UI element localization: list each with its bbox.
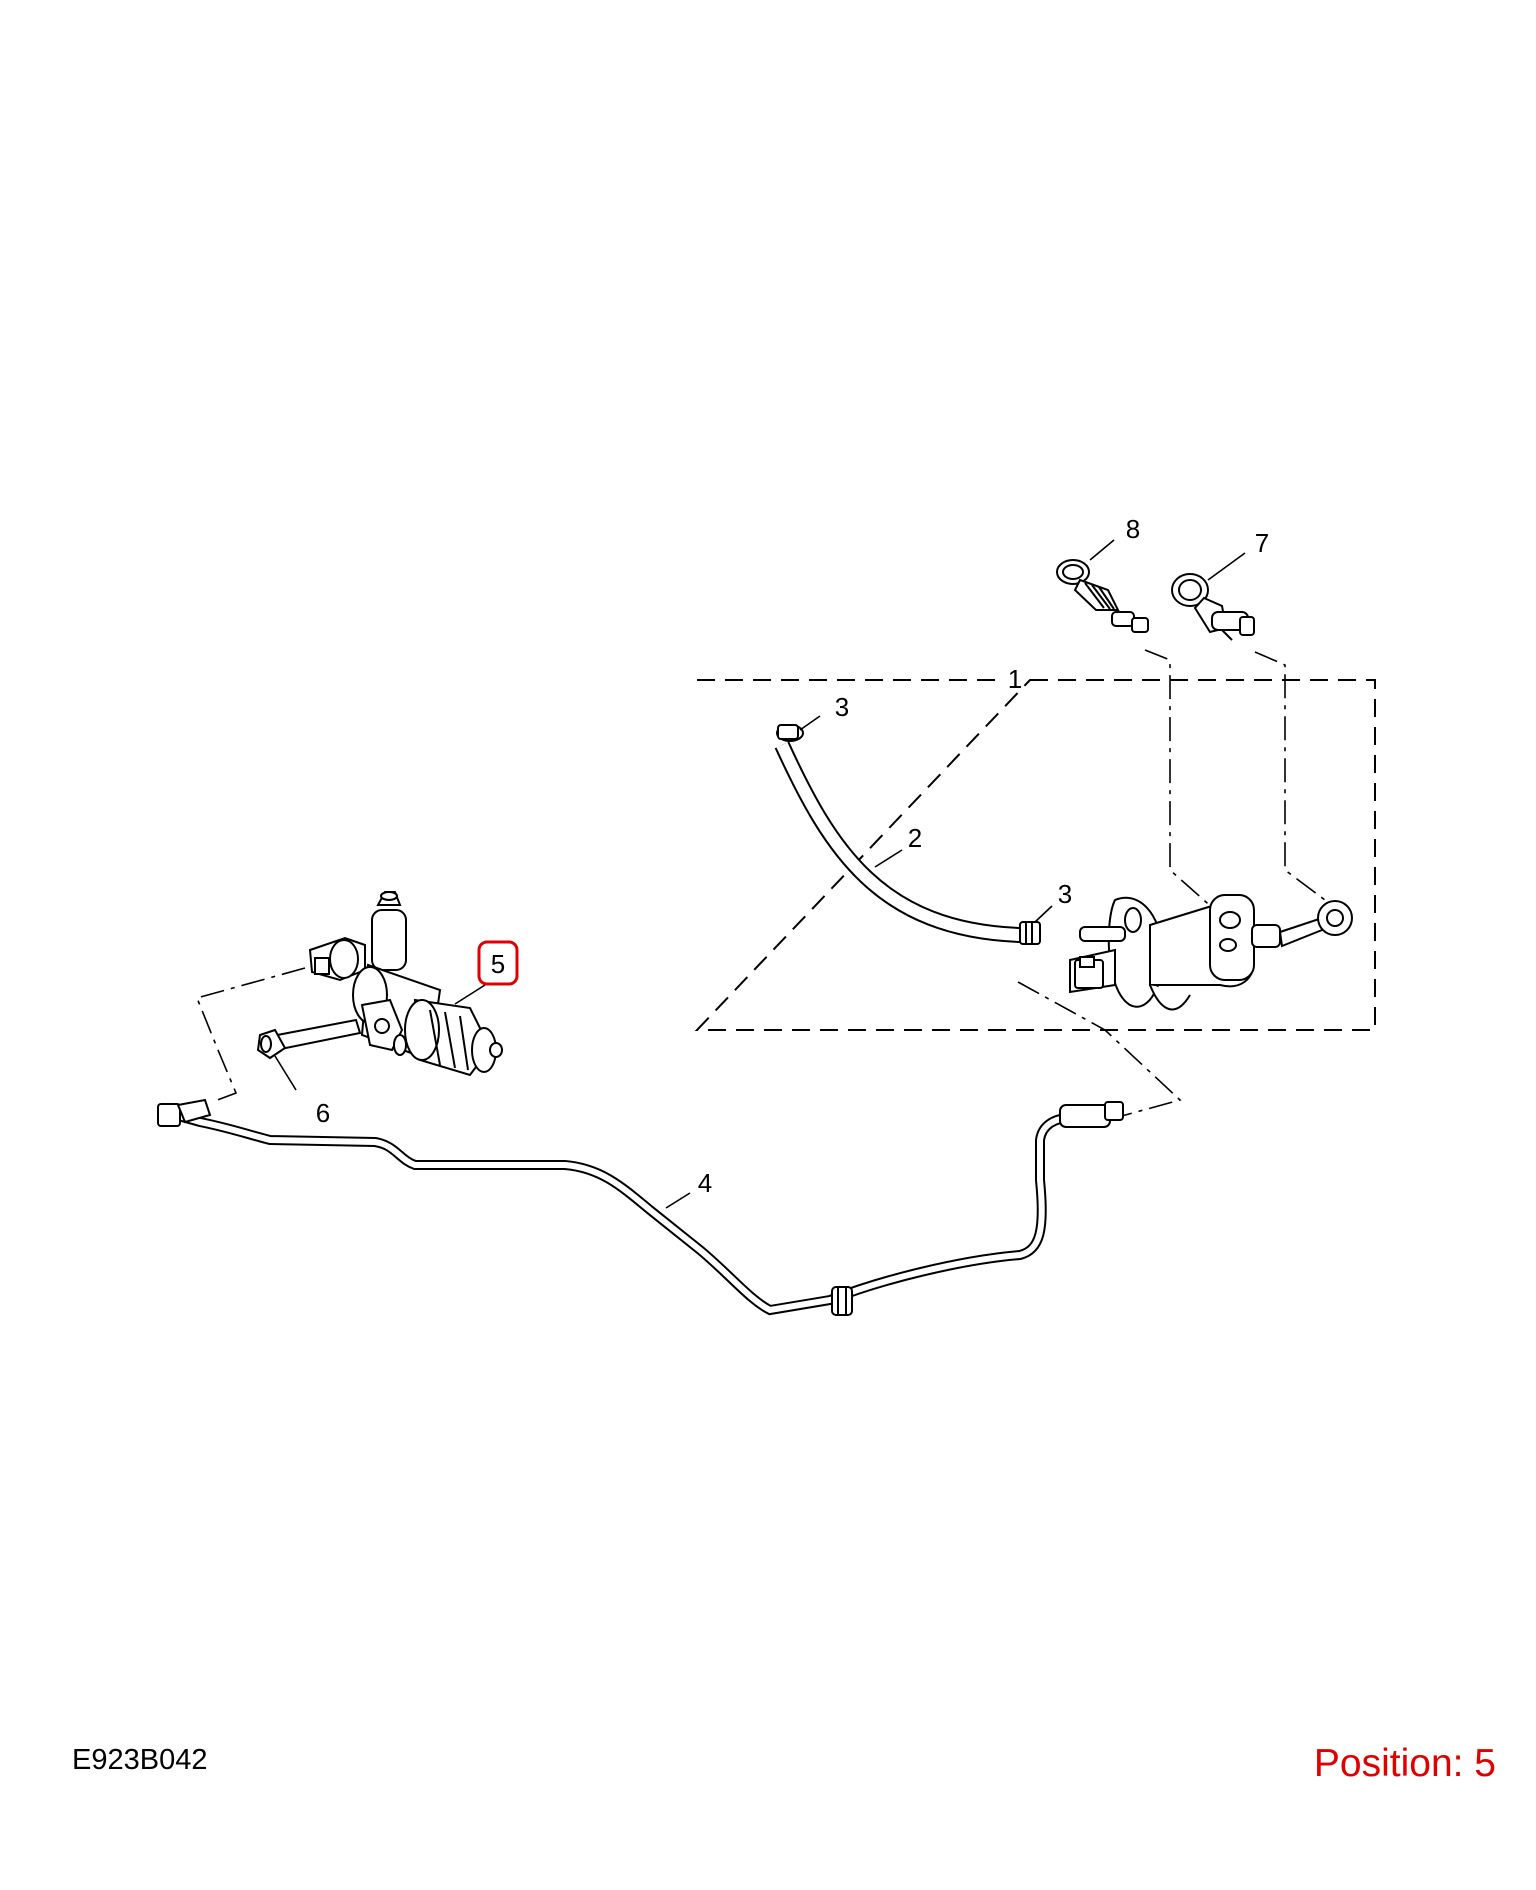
callout-labels: 1 2 3 3 4 5 6 7 8 [316, 514, 1269, 1198]
callout-5: 5 [491, 949, 505, 979]
callout-3-top: 3 [835, 692, 849, 722]
callout-8: 8 [1126, 514, 1140, 544]
diagram-code: E923B042 [72, 1744, 208, 1776]
master-cylinder [1069, 894, 1353, 1011]
leader-lines [195, 649, 1326, 1118]
clip-3-bottom [1019, 921, 1041, 945]
hose-2 [774, 741, 1021, 943]
part-7 [1171, 573, 1255, 641]
callout-2: 2 [908, 823, 922, 853]
callout-6: 6 [316, 1098, 330, 1128]
slave-cylinder-5 [308, 891, 503, 1077]
pipe-4 [157, 1098, 1124, 1316]
callout-7: 7 [1255, 528, 1269, 558]
callout-3-bottom: 3 [1058, 879, 1072, 909]
assembly-box-1 [694, 679, 1376, 1031]
callout-5-highlight [477, 940, 519, 986]
position-label: Position: 5 [1313, 1742, 1496, 1785]
bolt-6 [256, 1018, 362, 1060]
clip-3-top [776, 724, 804, 742]
callout-4: 4 [698, 1168, 712, 1198]
callout-leaders [274, 539, 1246, 1209]
callout-1: 1 [1008, 664, 1022, 694]
part-8 [1056, 559, 1149, 633]
